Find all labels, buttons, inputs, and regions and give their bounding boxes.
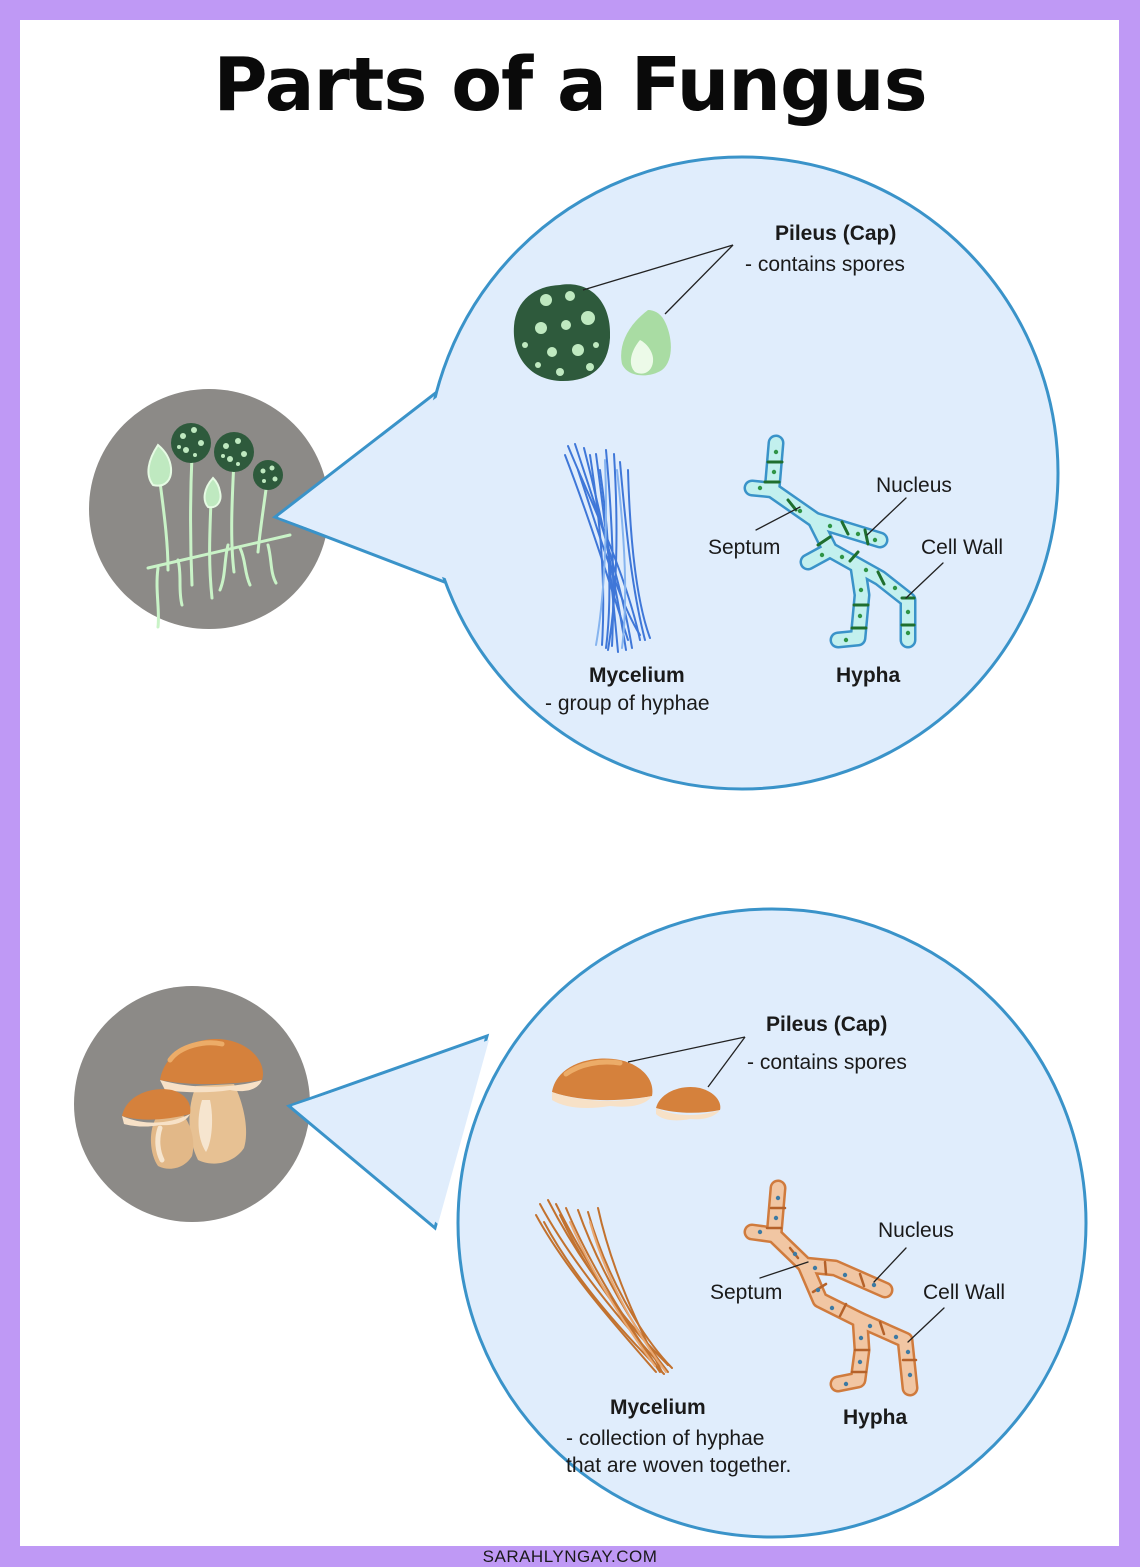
mold-pileus-desc: - contains spores [745,253,905,276]
mushroom-septum-label: Septum [710,1281,782,1304]
panel-mushroom: Pileus (Cap) - contains spores Nucleus S… [74,907,1088,1539]
mushroom-pileus-title: Pileus (Cap) [766,1013,887,1036]
mushroom-pileus-illustration [552,1036,746,1121]
mushroom-pointer-fill [292,1040,489,1224]
mold-septum-label: Septum [708,536,780,559]
mushroom-mycelium-desc-line1: - collection of hyphae [566,1427,764,1450]
mold-nucleus-label: Nucleus [876,474,952,497]
panel-mold: Pileus (Cap) - contains spores Nucleus S… [89,155,1060,791]
mold-specimen-illustration [146,423,292,629]
mold-mycelium-title: Mycelium [589,664,685,687]
mushroom-hypha-title: Hypha [843,1406,908,1429]
mold-cell-wall-label: Cell Wall [921,536,1003,559]
mold-mycelium-illustration [564,443,651,653]
site-credit: SARAHLYNGAY.COM [482,1547,658,1566]
mold-hypha-title: Hypha [836,664,901,687]
mold-spore-heads [171,423,283,490]
mushroom-hypha-illustration [743,1179,945,1397]
mushroom-pileus-desc: - contains spores [747,1051,907,1074]
mold-hypha-illustration [743,434,944,649]
mushroom-mycelium-illustration [535,1199,673,1375]
mold-mycelium-desc: - group of hyphae [545,692,710,715]
mold-pileus-illustration [513,244,734,382]
mold-pileus-title: Pileus (Cap) [775,222,896,245]
mushroom-nucleus-label: Nucleus [878,1219,954,1242]
page-title: Parts of a Fungus [213,42,927,128]
mushroom-mycelium-desc-line2: that are woven together. [566,1454,791,1477]
mushroom-mycelium-title: Mycelium [610,1396,706,1419]
mold-magnified-bubble [424,155,1060,791]
mold-pointer-fill [278,389,456,582]
mushroom-cell-wall-label: Cell Wall [923,1281,1005,1304]
mushroom-specimen-illustration [122,1039,263,1169]
